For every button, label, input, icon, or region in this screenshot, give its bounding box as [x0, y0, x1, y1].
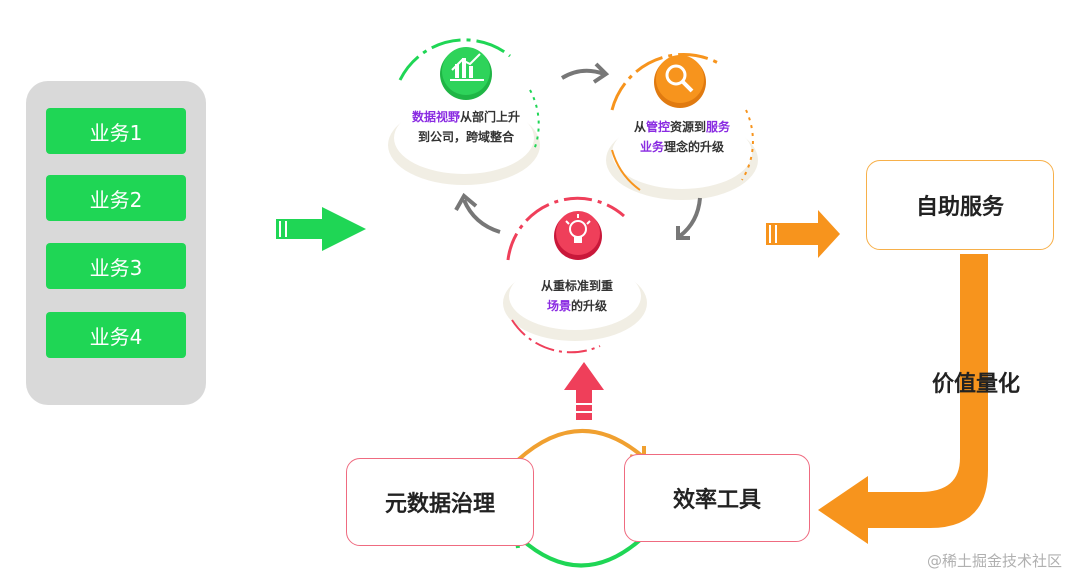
magnifier-icon [665, 64, 694, 93]
lightbulb-icon [565, 214, 591, 243]
control-highlight-1: 管控 [645, 120, 670, 134]
cycle-arrow-left [454, 192, 501, 234]
control-rest: 理念的升级 [664, 140, 725, 154]
chart-icon [450, 53, 484, 81]
control-bubble [606, 52, 758, 200]
cycle-arrow-top [560, 62, 610, 84]
scene-text: 从重标准到重 场景的升级 [512, 276, 642, 316]
red-up-arrow [564, 362, 604, 420]
efficiency-tools-label: 效率工具 [672, 488, 761, 513]
scene-bubble [503, 196, 647, 354]
control-text: 从管控资源到服务 业务理念的升级 [612, 117, 752, 157]
business-item-1: 业务1 [46, 108, 186, 154]
control-mid: 资源到 [670, 120, 707, 134]
self-service-label: 自助服务 [915, 195, 1004, 220]
control-highlight-3: 业务 [639, 140, 664, 154]
data-view-line1: 从部门上升 [460, 110, 521, 124]
bottom-cycle-top-arc [516, 429, 646, 463]
business-item-3: 业务3 [46, 243, 186, 289]
self-service-card: 自助服务 [866, 160, 1054, 250]
bottom-cycle-bottom-arc [513, 532, 642, 568]
data-view-highlight: 数据视野 [411, 110, 460, 124]
watermark: @稀土掘金技术社区 [926, 552, 1062, 570]
cycle-arrow-right [676, 197, 702, 240]
business-item-2: 业务2 [46, 175, 186, 221]
scene-line1: 从重标准到重 [540, 279, 613, 293]
orange-right-arrow [766, 210, 840, 258]
value-quant-label: 价值量化 [932, 372, 1021, 397]
scene-highlight: 场景 [546, 299, 571, 313]
metadata-governance-label: 元数据治理 [384, 492, 495, 517]
green-right-arrow [276, 207, 366, 251]
business-item-4: 业务4 [46, 312, 186, 358]
control-highlight-2: 服务 [706, 120, 731, 134]
data-view-line2: 到公司，跨域整合 [417, 130, 514, 144]
metadata-governance-card: 元数据治理 [346, 458, 534, 546]
value-quant-arrow [818, 254, 988, 544]
data-view-text: 数据视野从部门上升 到公司，跨域整合 [396, 107, 536, 147]
efficiency-tools-card: 效率工具 [624, 454, 810, 542]
control-pre: 从 [633, 120, 646, 134]
scene-rest: 的升级 [571, 299, 608, 313]
